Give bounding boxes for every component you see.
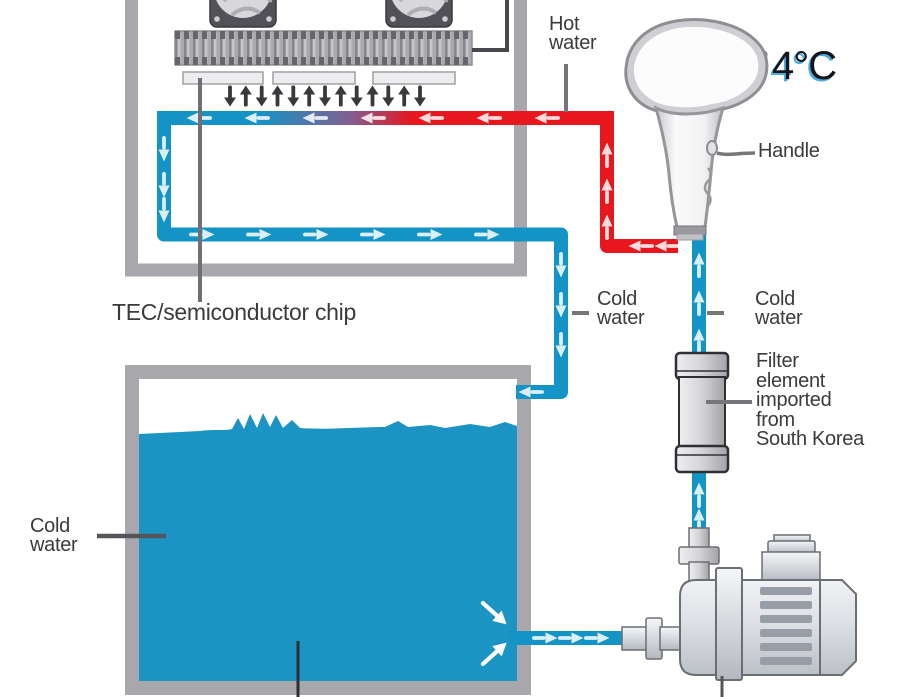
- handpiece: [624, 18, 769, 241]
- airflow-arrows: [224, 85, 426, 107]
- filter-element: [674, 351, 730, 474]
- handpiece-head-face: [633, 26, 759, 108]
- fan-icon: [208, 0, 278, 29]
- handpiece-grip: [653, 105, 726, 229]
- heatsink: [174, 30, 473, 66]
- handle-button: [706, 140, 718, 156]
- water-tank: [125, 365, 531, 695]
- callout-lines: [97, 64, 756, 697]
- hot-water-label: Hot water: [549, 13, 597, 54]
- fan-power-wire: [472, 0, 509, 52]
- pump-inlet-fitting: [621, 617, 683, 660]
- tank-water: [139, 413, 517, 681]
- cold-water-right-label: Cold water: [755, 288, 803, 329]
- cold-water-left-label: Cold water: [597, 288, 645, 329]
- pump-head-plate: [715, 567, 743, 681]
- cooling-unit-enclosure: [125, 0, 527, 277]
- handpiece-ferrule: [676, 233, 704, 241]
- tec-plates: [182, 71, 456, 85]
- handle-pointer: [716, 151, 756, 157]
- pump-top-fitting: [678, 527, 720, 583]
- filter-element-label: Filter element imported from South Korea: [756, 350, 864, 450]
- temperature-label: 4°C: [772, 44, 837, 88]
- tank-cold-water-label: Cold water: [30, 515, 78, 556]
- tec-chip-label: TEC/semiconductor chip: [112, 299, 356, 325]
- pump: [621, 527, 857, 681]
- fan-icon: [384, 0, 454, 29]
- handle-label: Handle: [758, 140, 820, 162]
- pump-motor-fins: [760, 587, 812, 665]
- cold-return-loop-pipe: [157, 118, 568, 399]
- pump-motor-end: [819, 579, 857, 676]
- pump-terminal-box: [761, 534, 821, 583]
- grip-ridges: [703, 167, 713, 208]
